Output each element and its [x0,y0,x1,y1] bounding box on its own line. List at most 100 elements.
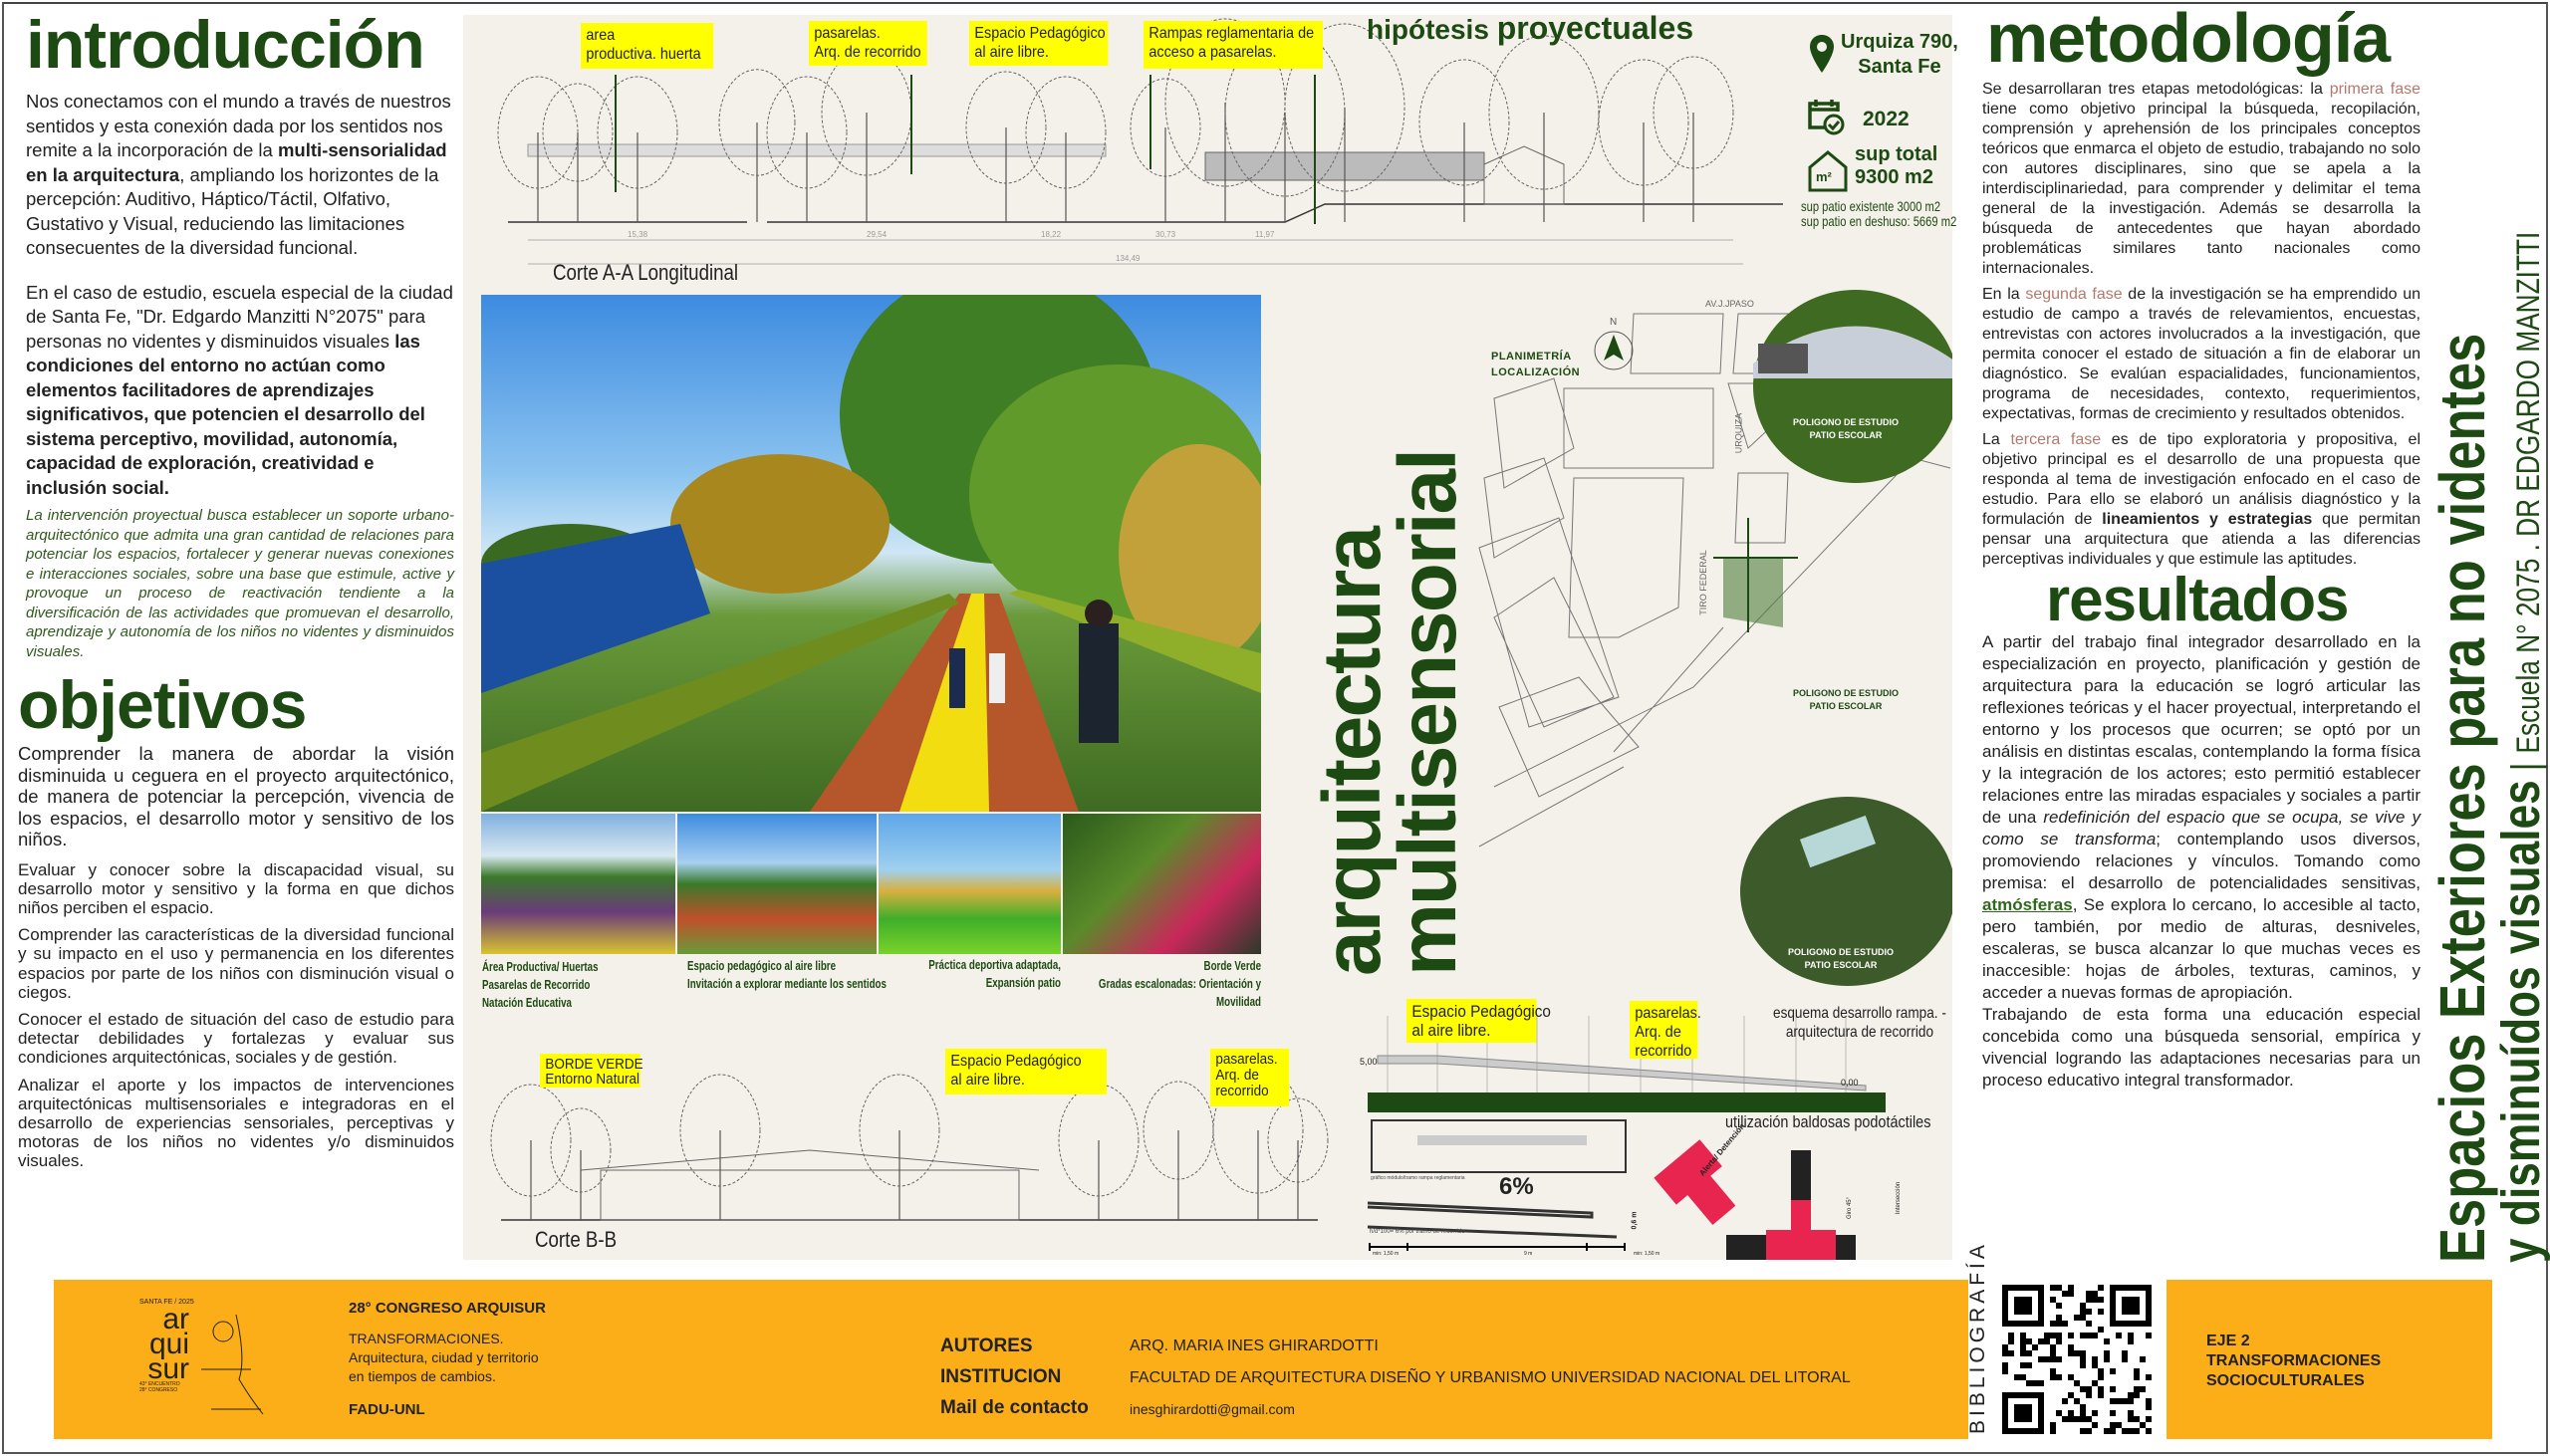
text: ; contemplando usos diversos, promoviend… [1982,830,2421,892]
qr-module [2080,1386,2086,1392]
thumbnail-espacio-pedagogico [677,814,877,954]
qr-module [2020,1350,2026,1356]
tree-crown [1418,59,1510,186]
intro-bold: multi-sensorialidad en la arquitectura [26,139,447,185]
intro-section: introducción Nos conectamos con el mundo… [26,6,454,661]
mail-text[interactable]: inesghirardotti@gmail.com [1130,1401,1295,1417]
qr-module [2092,1333,2098,1338]
qr-module [2026,1380,2032,1386]
caption-deportiva: Práctica deportiva adaptada, Expansión p… [928,957,1061,990]
mail-value[interactable]: inesghirardotti@gmail.com [1130,1401,1295,1417]
institution-value: FACULTAD DE ARQUITECTURA DISEÑO Y URBANI… [1130,1369,1851,1386]
qr-module [2128,1398,2134,1404]
qr-module [2032,1344,2038,1350]
qr-module [2062,1321,2068,1327]
resultados-paragraph-2: Trabajando de esta forma una educación e… [1982,1005,2421,1090]
qr-module [2014,1374,2020,1380]
bibliografia-qr-code[interactable] [2002,1285,2152,1434]
dimension-label: 15,38 [628,230,648,239]
qr-module [2086,1297,2092,1303]
tree-crown [1267,1097,1329,1183]
qr-module [2092,1291,2098,1297]
intro-text: Nos conectamos con el mundo a través de … [26,91,451,160]
qr-module [2050,1374,2056,1380]
label-pasarelas: pasarelas. Arq. de recorrido [809,21,927,66]
qr-module [2038,1338,2044,1344]
qr-module [2080,1315,2086,1321]
congress-theme: TRANSFORMACIONES. Arquitectura, ciudad y… [349,1331,539,1384]
measure-2: 9 m [1524,1251,1533,1257]
tree-crown [1598,59,1689,186]
qr-code-icon[interactable] [2002,1285,2152,1434]
qr-finder-core [2014,1404,2032,1422]
tactile-interseccion: Intersección [1896,1181,1903,1215]
qr-module [2026,1338,2032,1344]
measure-3: min: 1,50 m [1634,1251,1660,1257]
resultados-title: resultados [2046,566,2350,634]
ramp-diagram [1367,1016,1886,1260]
atmosferas-bold: atmósferas [1982,895,2073,914]
qr-module [2080,1362,2086,1368]
walkway [527,143,1107,157]
tree-crown [1284,23,1405,192]
measure-4: 0,6 m [1631,1211,1639,1230]
qr-module [2104,1338,2110,1344]
intro-text: En el caso de estudio, escuela especial … [26,281,453,352]
qr-module [2056,1356,2062,1362]
qr-module [2122,1350,2128,1356]
qr-module [2140,1386,2146,1392]
qr-module [2026,1362,2032,1368]
qr-module [2080,1416,2086,1422]
qr-module [2002,1368,2008,1374]
label-area-productiva: area productiva. huerta [581,23,714,69]
qr-module [2092,1410,2098,1416]
address: Urquiza 790, Santa Fe [1841,31,1958,78]
qr-module [2080,1309,2086,1315]
slope-value: 6% [1499,1173,1534,1200]
qr-module [2026,1350,2032,1356]
area-house-icon [1808,150,1848,192]
qr-module [2068,1410,2074,1416]
qr-module [2020,1344,2026,1350]
qr-module [2128,1338,2134,1344]
qr-module [2086,1321,2092,1327]
qr-module [2068,1416,2074,1422]
side-title-line2: y disminuídos visuales | Escuela N° 2075… [2491,231,2550,1263]
intro-text: , ampliando los horizontes de la percepc… [26,163,439,259]
qr-module [2086,1309,2092,1315]
qr-module [2068,1291,2074,1297]
qr-module [2128,1410,2134,1416]
logo-word: sur [147,1352,189,1385]
calendar-check-icon [1808,100,1845,135]
institution-label: INSTITUCION [940,1366,1062,1387]
qr-module [2110,1410,2116,1416]
dimension-line [528,239,1743,265]
tree-crown [1025,76,1107,189]
qr-module [2056,1410,2062,1416]
qr-module [2008,1350,2014,1356]
qr-module [2092,1362,2098,1368]
study-polygon [1723,558,1783,627]
ground-line [508,203,1783,223]
objetivo-general: Comprender la manera de abordar la visió… [18,743,454,849]
tree-crown [679,1074,761,1187]
qr-module [2050,1422,2056,1428]
side-title: Espacios Exteriores para no videntes y d… [2426,28,2550,1263]
text: que permitan pensar una arquitectura que… [1982,511,2421,568]
objetivos-title: objetivos [18,667,308,743]
qr-module [2128,1333,2134,1338]
qr-module [2050,1368,2056,1374]
qr-module [2062,1291,2068,1297]
text: En la [1982,286,2026,303]
authors-value: ARQ. MARIA INES GHIRARDOTTI [1130,1337,1379,1354]
qr-module [2074,1350,2080,1356]
ramp-label-text: Espacio Pedagógico al aire libre. [1411,1002,1551,1040]
qr-module [2080,1404,2086,1410]
dimension-label: 29,54 [867,230,888,239]
objetivo-item: Analizar el aporte y los impactos de int… [18,1075,454,1171]
map-polygon-label: POLIGONO DE ESTUDIO PATIO ESCOLAR [1793,688,1900,711]
year: 2022 [1863,108,1910,130]
qr-module [2074,1380,2080,1386]
